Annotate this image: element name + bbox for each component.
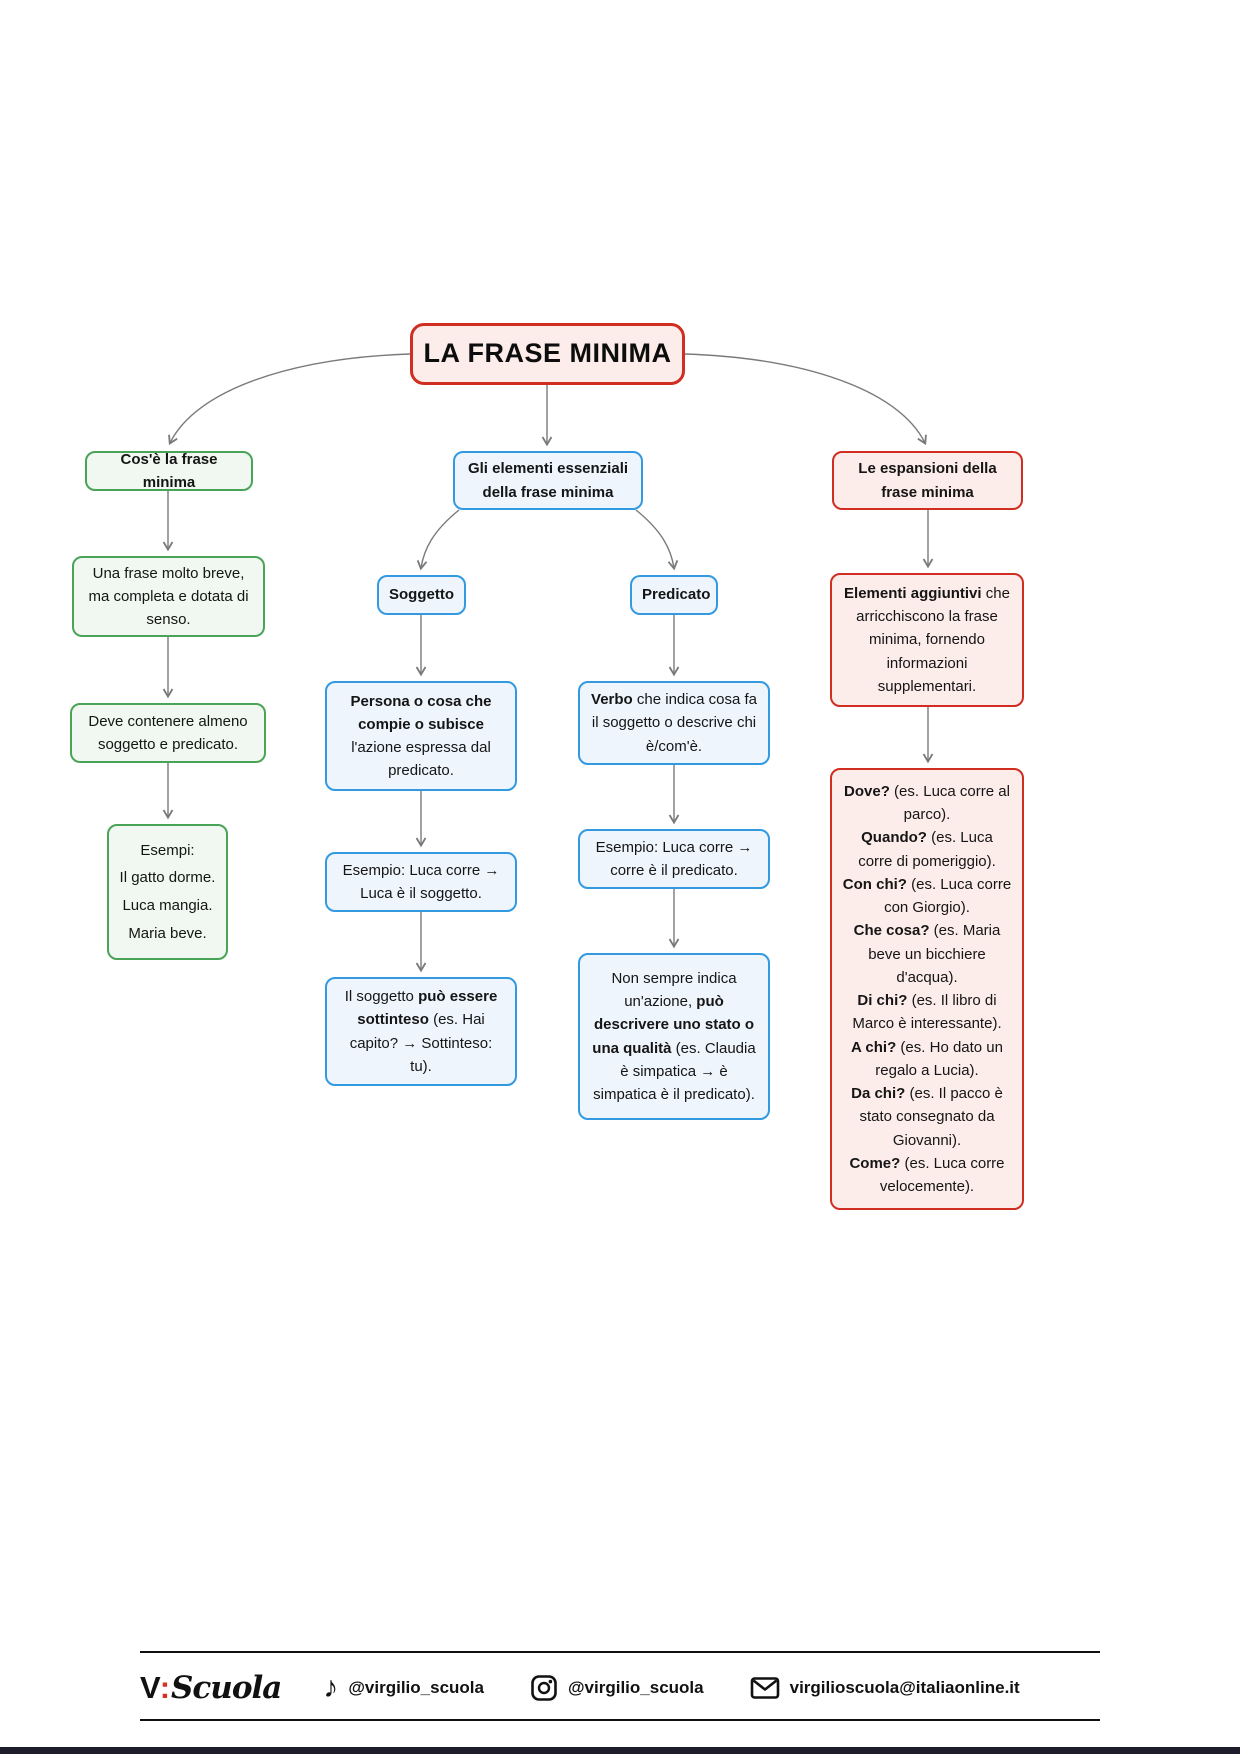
footer-rule-top xyxy=(140,1651,1100,1653)
instagram-handle: @virgilio_scuola xyxy=(567,1678,704,1697)
soggetto-note-text: Il soggetto può essere sottinteso (es. H… xyxy=(344,988,498,1075)
right-branch-heading-text: Le espansioni della frase minima xyxy=(858,460,997,501)
tiktok-item: ♪ @virgilio_scuola xyxy=(323,1673,484,1703)
connector-center-to-predicato xyxy=(635,509,679,571)
soggetto-example-text: Esempio: Luca corre → Luca è il soggetto… xyxy=(342,861,500,902)
logo-scuola-text: Scuola xyxy=(171,1670,282,1706)
email-icon xyxy=(750,1676,780,1700)
predicato-label-text: Predicato xyxy=(642,586,711,604)
tiktok-handle: @virgilio_scuola xyxy=(348,1678,484,1697)
expansion-question: Di chi? (es. Il libro di Marco è interes… xyxy=(852,992,1002,1033)
center-branch-heading-text: Gli elementi essenziali della frase mini… xyxy=(467,460,629,501)
logo-colon: : xyxy=(159,1670,171,1705)
predicato-desc-text: Verbo che indica cosa fa il soggetto o d… xyxy=(591,691,757,755)
map-title: LA FRASE MINIMA xyxy=(410,323,685,385)
expansion-question: A chi? (es. Ho dato un regalo a Lucia). xyxy=(850,1038,1003,1079)
soggetto-label-text: Soggetto xyxy=(389,586,454,604)
soggetto-desc-box: Persona o cosa che compie o subisce l'az… xyxy=(325,681,517,791)
center-branch-heading: Gli elementi essenziali della frase mini… xyxy=(453,451,643,510)
expansion-question: Con chi? (es. Luca corre con Giorgio). xyxy=(842,875,1012,916)
left-examples-text: Esempi: Il gatto dorme. Luca mangia. Mar… xyxy=(119,841,216,942)
instagram-item: @virgilio_scuola xyxy=(530,1674,704,1702)
left-requirement-text: Deve contenere almeno soggetto e predica… xyxy=(88,712,248,753)
expansion-question: Come? (es. Luca corre velocemente). xyxy=(849,1154,1005,1195)
expansion-question: Quando? (es. Luca corre di pomeriggio). xyxy=(858,829,996,870)
soggetto-desc-text: Persona o cosa che compie o subisce l'az… xyxy=(350,692,492,780)
left-examples-box: Esempi: Il gatto dorme. Luca mangia. Mar… xyxy=(107,824,228,960)
expansion-questions-list: Dove? (es. Luca corre al parco). Quando? … xyxy=(842,780,1012,1199)
left-definition-box: Una frase molto breve, ma completa e dot… xyxy=(72,556,265,637)
email-address: virgilioscuola@italiaonline.it xyxy=(789,1678,1020,1697)
connector-title-to-right xyxy=(684,353,927,446)
right-desc-box: Elementi aggiuntivi che arricchiscono la… xyxy=(830,573,1024,707)
left-branch-heading-text: Cos'è la frase minima xyxy=(120,450,218,491)
left-definition-text: Una frase molto breve, ma completa e dot… xyxy=(88,564,249,629)
right-desc-text: Elementi aggiuntivi che arricchiscono la… xyxy=(844,584,1010,695)
expansion-question: Da chi? (es. Il pacco è stato consegnato… xyxy=(851,1085,1003,1149)
soggetto-example-box: Esempio: Luca corre → Luca è il soggetto… xyxy=(325,852,517,912)
left-requirement-box: Deve contenere almeno soggetto e predica… xyxy=(70,703,266,763)
expansion-question: Dove? (es. Luca corre al parco). xyxy=(844,782,1010,823)
footer: V:Scuola ♪ @virgilio_scuola @virgilio_sc… xyxy=(140,1662,1100,1714)
predicato-desc-box: Verbo che indica cosa fa il soggetto o d… xyxy=(578,681,770,765)
predicato-label-box: Predicato xyxy=(630,575,718,615)
soggetto-label-box: Soggetto xyxy=(377,575,466,615)
right-branch-heading: Le espansioni della frase minima xyxy=(832,451,1023,510)
page-bottom-bar xyxy=(0,1747,1240,1754)
predicato-note-text: Non sempre indica un'azione, può descriv… xyxy=(592,969,756,1103)
predicato-example-text: Esempio: Luca corre → corre è il predica… xyxy=(595,838,753,879)
email-item: virgilioscuola@italiaonline.it xyxy=(750,1676,1020,1700)
logo-v-text: V xyxy=(140,1670,161,1705)
expansion-question: Che cosa? (es. Maria beve un bicchiere d… xyxy=(853,922,1001,986)
footer-rule-bottom xyxy=(140,1719,1100,1721)
soggetto-note-box: Il soggetto può essere sottinteso (es. H… xyxy=(325,977,517,1086)
right-expansions-box: Dove? (es. Luca corre al parco). Quando? … xyxy=(830,768,1024,1210)
tiktok-icon: ♪ xyxy=(323,1671,339,1704)
predicato-example-box: Esempio: Luca corre → corre è il predica… xyxy=(578,829,770,889)
left-branch-heading: Cos'è la frase minima xyxy=(85,451,253,491)
connector-title-to-left xyxy=(168,353,411,446)
map-title-text: LA FRASE MINIMA xyxy=(423,338,672,369)
viscuola-logo: V:Scuola xyxy=(140,1670,282,1706)
connector-center-to-soggetto xyxy=(416,509,460,571)
instagram-icon xyxy=(530,1674,558,1702)
predicato-note-box: Non sempre indica un'azione, può descriv… xyxy=(578,953,770,1120)
